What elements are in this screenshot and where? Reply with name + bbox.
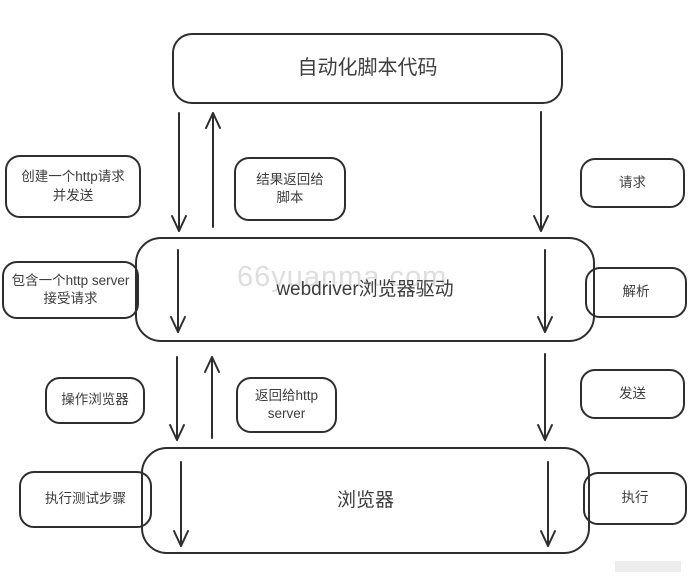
- node-webdriver-driver: webdriver浏览器驱动: [135, 237, 595, 342]
- node-webdriver-driver-label: webdriver浏览器驱动: [276, 278, 454, 300]
- label-request: 请求: [580, 158, 685, 208]
- label-send: 发送: [580, 369, 685, 419]
- label-execute: 执行: [583, 472, 687, 525]
- label-result-to-script: 结果返回给 脚本: [234, 157, 346, 221]
- arrow-up-icon: [205, 112, 221, 228]
- watermark-remnant: [615, 561, 681, 572]
- label-parse: 解析: [585, 267, 687, 318]
- arrow-up-icon: [204, 356, 220, 439]
- label-create-request: 创建一个http请求 并发送: [5, 155, 141, 218]
- arrow-down-icon: [533, 111, 549, 232]
- node-script-code: 自动化脚本代码: [172, 33, 563, 104]
- arrow-down-icon: [537, 353, 553, 441]
- label-operate-browser: 操作浏览器: [45, 377, 145, 424]
- node-browser: 浏览器: [141, 447, 590, 554]
- arrow-down-icon: [171, 112, 187, 232]
- label-http-server: 包含一个http server 接受请求: [2, 261, 139, 319]
- arrow-down-icon: [169, 356, 185, 441]
- label-execute-steps: 执行测试步骤: [19, 471, 152, 528]
- label-return-http-server: 返回给http server: [236, 377, 337, 433]
